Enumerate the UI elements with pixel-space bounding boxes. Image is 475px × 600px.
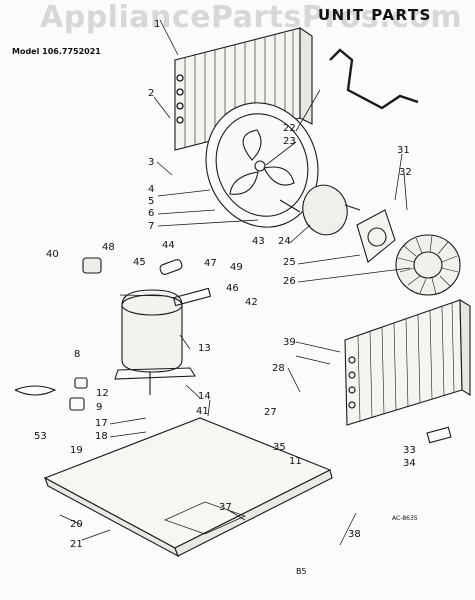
callout-8: 8 [74,349,81,360]
callout-22: 22 [283,123,296,134]
callout-25: 25 [283,257,296,268]
callout-24: 24 [278,236,291,247]
callout-43: 43 [252,236,265,247]
callout-20: 20 [70,519,83,530]
callout-49: 49 [230,262,243,273]
callout-35: 35 [273,442,286,453]
footer-mark: B5 [296,567,307,576]
refrigerant-tube [329,48,419,110]
callout-11: 11 [289,456,302,467]
filter-part [426,426,452,444]
motor-bracket [356,209,396,263]
callout-2: 2 [148,88,155,99]
diagram-title: UNIT PARTS [318,6,432,24]
callout-27: 27 [264,407,277,418]
thermostat-part [172,287,212,307]
callout-32: 32 [399,167,412,178]
callout-4: 4 [148,184,155,195]
callout-5: 5 [148,196,155,207]
callout-40: 40 [46,249,59,260]
callout-9: 9 [96,402,103,413]
callout-19-left: 19 [70,445,83,456]
callout-53: 53 [34,431,47,442]
callout-17: 17 [95,418,108,429]
callout-45: 45 [133,257,146,268]
callout-6: 6 [148,208,155,219]
callout-21: 21 [70,539,83,550]
callout-44: 44 [162,240,175,251]
model-number: Model 106.7752021 [12,47,101,56]
base-pan [43,417,333,558]
callout-37: 37 [219,502,232,513]
callout-42: 42 [245,297,258,308]
callout-1: 1 [154,19,161,30]
callout-28: 28 [272,363,285,374]
callout-13: 13 [198,343,211,354]
wire-harness [14,385,57,396]
relay-part [82,257,102,274]
bracket-hole [367,227,387,247]
callout-41: 41 [196,406,209,417]
callout-18: 18 [95,431,108,442]
callout-31: 31 [397,145,410,156]
watermark: AppliancePartsPros.com [40,0,463,35]
fan-shroud [205,102,319,228]
terminal-cover [69,397,85,411]
leader-lines [59,19,411,546]
callout-23-top: 23 [283,136,296,147]
blower-wheel [395,234,461,296]
capacitor-part [159,259,183,275]
overload-part [74,377,88,389]
compressor [114,289,196,395]
evaporator-coil [344,299,471,426]
callout-26: 26 [283,276,296,287]
callout-38: 38 [348,529,361,540]
callout-47: 47 [204,258,217,269]
fan-motor [279,184,361,236]
callout-33: 33 [403,445,416,456]
callout-14: 14 [198,391,211,402]
callout-7: 7 [148,221,155,232]
callout-34: 34 [403,458,416,469]
callout-39: 39 [283,337,296,348]
callout-3: 3 [148,157,155,168]
diagram-code: AC-8635 [392,515,418,522]
callout-48: 48 [102,242,115,253]
callout-46: 46 [226,283,239,294]
callout-12: 12 [96,388,109,399]
